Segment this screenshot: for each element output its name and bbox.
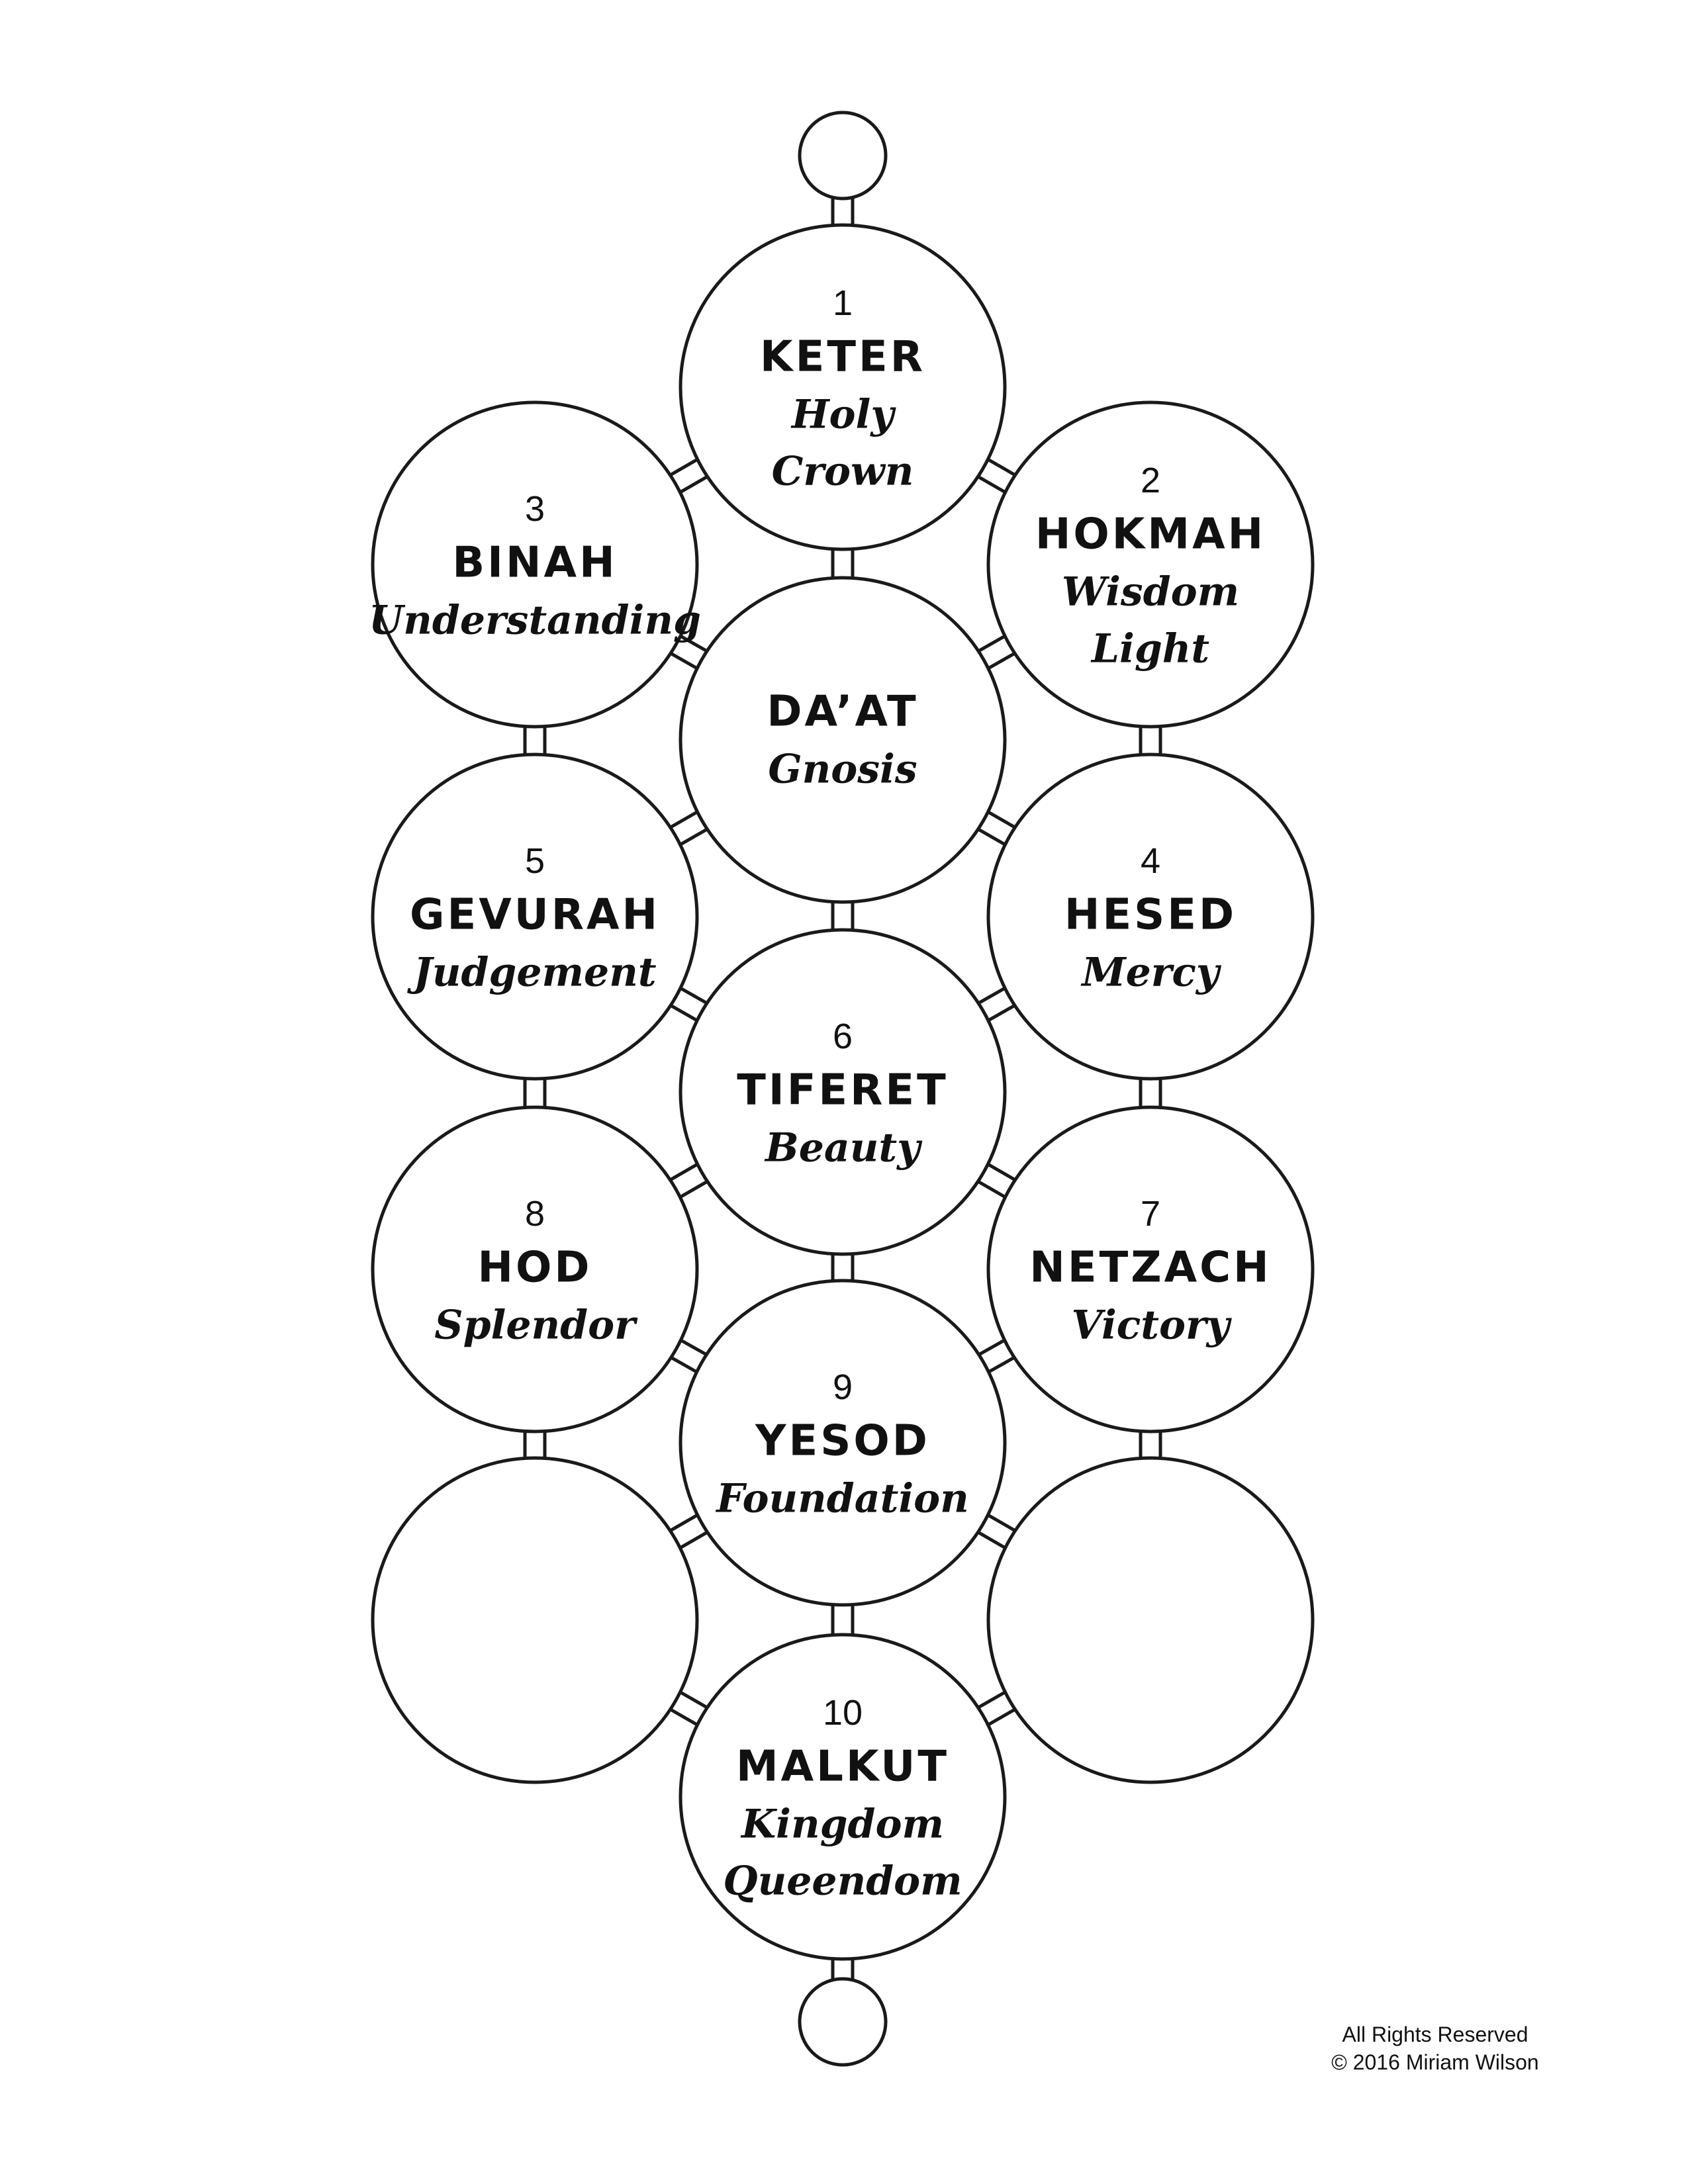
node-hokmah-subtitle: Light — [1090, 626, 1210, 672]
node-hesed-subtitle: Mercy — [1080, 950, 1222, 996]
node-bottom-small — [798, 1977, 888, 2067]
node-tiferet-circle — [679, 928, 1007, 1256]
node-netzach-circle — [986, 1105, 1315, 1433]
node-keter-name: KETER — [760, 333, 925, 382]
node-top-small — [798, 111, 888, 201]
node-top-small-circle — [798, 111, 888, 201]
node-daat-subtitle: Gnosis — [768, 747, 917, 793]
node-netzach-name: NETZACH — [1029, 1244, 1271, 1293]
node-yesod-subtitle: Foundation — [715, 1476, 969, 1522]
node-hod-number: 8 — [525, 1194, 545, 1234]
node-hod-name: HOD — [477, 1244, 592, 1293]
node-binah-subtitle: Understanding — [369, 598, 701, 644]
node-yesod-number: 9 — [833, 1367, 853, 1407]
node-daat-name: DA’AT — [767, 688, 918, 737]
node-hokmah-name: HOKMAH — [1035, 510, 1266, 559]
node-malkut-subtitle: Kingdom — [740, 1801, 944, 1848]
node-malkut-number: 10 — [823, 1693, 863, 1733]
copyright-notice: All Rights Reserved © 2016 Miriam Wilson — [1296, 2021, 1574, 2076]
node-keter-number: 1 — [833, 283, 853, 323]
node-binah-circle — [371, 400, 699, 729]
node-gevurah-number: 5 — [525, 841, 545, 881]
node-hokmah-number: 2 — [1141, 461, 1160, 500]
node-hesed-number: 4 — [1141, 841, 1160, 881]
node-left-blank-circle — [371, 1456, 699, 1784]
node-hokmah-circle — [986, 400, 1315, 729]
node-netzach-subtitle: Victory — [1071, 1302, 1232, 1349]
node-hod-subtitle: Splendor — [434, 1302, 638, 1349]
node-keter-subtitle: Crown — [772, 449, 914, 495]
node-bottom-small-circle — [798, 1977, 888, 2067]
node-yesod-name: YESOD — [755, 1417, 930, 1466]
node-right-blank-circle — [986, 1456, 1315, 1784]
node-tiferet-name: TIFERET — [737, 1066, 949, 1115]
node-gevurah-subtitle: Judgement — [406, 950, 656, 996]
node-tiferet-number: 6 — [833, 1017, 853, 1056]
node-binah-number: 3 — [525, 489, 545, 529]
node-gevurah-name: GEVURAH — [410, 891, 660, 940]
copyright-line-author: © 2016 Miriam Wilson — [1331, 2050, 1539, 2074]
node-netzach-number: 7 — [1141, 1194, 1160, 1234]
node-yesod-circle — [679, 1279, 1007, 1607]
node-left-blank — [371, 1456, 699, 1784]
node-malkut-name: MALKUT — [736, 1743, 949, 1792]
copyright-line-rights: All Rights Reserved — [1342, 2023, 1528, 2046]
node-hod-circle — [371, 1105, 699, 1433]
node-binah-name: BINAH — [452, 539, 617, 588]
node-hesed-name: HESED — [1064, 891, 1237, 940]
node-keter-circle — [679, 223, 1007, 551]
node-malkut-subtitle: Queendom — [723, 1858, 962, 1905]
node-malkut-circle — [679, 1633, 1007, 1961]
node-daat: DA’AT Gnosis — [679, 576, 1007, 904]
node-tiferet-subtitle: Beauty — [764, 1125, 923, 1171]
node-right-blank — [986, 1456, 1315, 1784]
node-hesed-circle — [986, 752, 1315, 1081]
node-gevurah-circle — [371, 752, 699, 1081]
node-keter-subtitle: Holy — [790, 392, 897, 438]
node-daat-circle — [679, 576, 1007, 904]
node-hokmah-subtitle: Wisdom — [1062, 569, 1239, 615]
